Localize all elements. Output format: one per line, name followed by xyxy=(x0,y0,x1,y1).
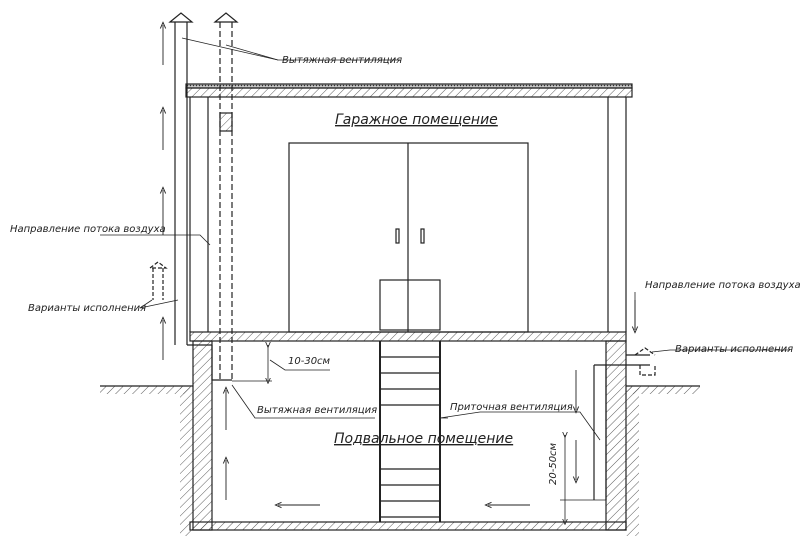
label-airflow-left: Направление потока воздуха xyxy=(10,224,166,235)
label-variants-right: Варианты исполнения xyxy=(675,344,793,355)
dimension-20-50 xyxy=(560,435,606,522)
exhaust-pipe-dashed xyxy=(213,12,239,380)
label-variants-left: Варианты исполнения xyxy=(28,303,146,314)
label-garage-room: Гаражное помещение xyxy=(335,112,498,128)
ladder xyxy=(379,341,441,522)
dimension-10-30 xyxy=(232,345,330,381)
basement-hatch-box xyxy=(379,279,441,331)
vent-grille xyxy=(219,112,233,132)
floor-slab xyxy=(189,331,627,342)
leader-lines xyxy=(100,37,790,441)
variant-caps-left xyxy=(148,261,168,300)
garage-gate xyxy=(288,142,529,333)
label-exhaust-bottom: Вытяжная вентиляция xyxy=(257,405,377,416)
label-airflow-right: Направление потока воздуха xyxy=(645,280,800,291)
roof-slab xyxy=(185,83,633,98)
airflow-arrows xyxy=(163,25,635,505)
exhaust-pipe-solid xyxy=(168,12,212,346)
supply-pipe xyxy=(593,347,656,500)
ground-line xyxy=(100,385,700,536)
label-exhaust-top: Вытяжная вентиляция xyxy=(282,55,402,66)
garage-walls xyxy=(189,97,627,332)
basement-exhaust-outlet xyxy=(211,345,232,381)
label-basement-room: Подвальное помещение xyxy=(334,431,513,447)
label-dim-20-50: 20-50см xyxy=(548,442,559,485)
label-dim-10-30: 10-30см xyxy=(288,356,331,367)
label-supply: Приточная вентиляция xyxy=(450,402,573,413)
